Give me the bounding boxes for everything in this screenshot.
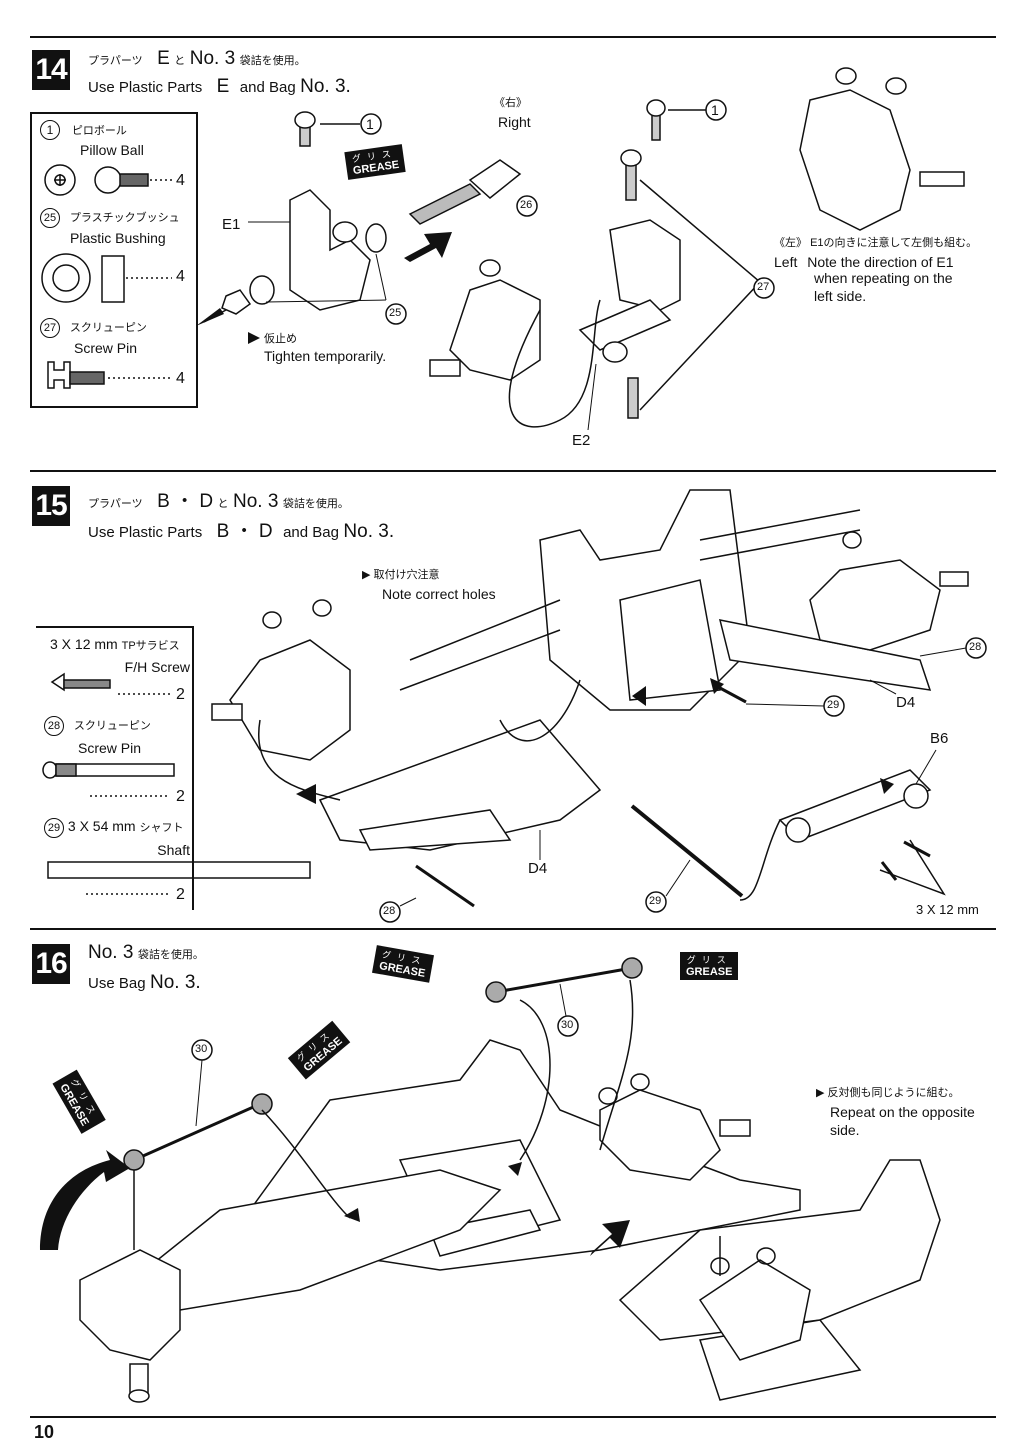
part-1-en: Pillow Ball <box>80 142 144 158</box>
callout-30b: 30 <box>195 1043 208 1055</box>
step-14-header-en: Use Plastic Parts E and Bag No. 3. <box>88 76 351 97</box>
step-14-header-jp: プラパーツ E と No. 3 袋詰を使用。 <box>88 48 306 69</box>
repeat-note: ▶ 反対側も同じように組む。 Repeat on the opposite si… <box>816 1087 975 1138</box>
part-27-jp: スクリューピン <box>69 322 147 334</box>
callout-30a: 30 <box>561 1019 574 1031</box>
part-28-qty: 2 <box>176 788 185 805</box>
divider-14-15 <box>30 470 996 472</box>
part-28-row: 28 スクリューピン Screw Pin <box>44 716 190 756</box>
part-25-row: 25 プラスチックブッシュ Plastic Bushing <box>40 208 190 246</box>
callout-26: 26 <box>520 199 533 211</box>
part-25-jp: プラスチックブッシュ <box>69 212 180 224</box>
part-25-qty: 4 <box>176 268 185 285</box>
part-1-jp: ピロボール <box>71 125 127 137</box>
part-1-row: 1 ピロボール Pillow Ball <box>40 120 190 158</box>
grease-label-16b: グリス GREASE <box>680 952 739 980</box>
bottom-rule <box>30 1416 996 1418</box>
callout-29a: 29 <box>827 699 840 711</box>
part-screw-row: 3 X 12 mm TPサラビス F/H Screw <box>50 636 190 675</box>
page-number: 10 <box>34 1422 55 1442</box>
step-16-header-en: Use Bag No. 3. <box>88 972 201 993</box>
step-15-parts-box <box>36 626 194 910</box>
callout-27: 27 <box>757 281 770 293</box>
top-rule <box>30 36 996 38</box>
part-27-num-circle: 27 <box>40 318 60 338</box>
label-e2: E2 <box>572 432 591 449</box>
part-27-row: 27 スクリューピン Screw Pin <box>40 318 190 356</box>
step-14-number: 14 <box>32 50 70 90</box>
right-en: Right <box>498 114 531 130</box>
part-screw-qty: 2 <box>176 686 185 703</box>
part-29-row: 29 3 X 54 mm シャフト Shaft <box>44 818 190 858</box>
note-correct-holes: ▶ 取付け穴注意 Note correct holes <box>362 569 496 602</box>
callout-28b: 28 <box>383 905 396 917</box>
label-b6: B6 <box>930 730 949 747</box>
callout-1b: 1 <box>711 102 719 118</box>
callout-25a: 25 <box>389 307 402 319</box>
step-15-number: 15 <box>32 486 70 526</box>
label-e1: E1 <box>222 216 241 233</box>
divider-15-16 <box>30 928 996 930</box>
step-16-header-jp: No. 3 袋詰を使用。 <box>88 942 204 963</box>
tighten-note: 仮止め Tighten temporarily. <box>264 333 387 364</box>
right-jp: 《右》 <box>494 97 527 109</box>
part-25-num-circle: 25 <box>40 208 60 228</box>
part-29-qty: 2 <box>176 886 185 903</box>
step-16-number: 16 <box>32 944 70 984</box>
part-1-qty: 4 <box>176 172 185 189</box>
part-28-num-circle: 28 <box>44 716 64 736</box>
left-note: 《左》 E1の向きに注意して左側も組む。 Left Note the direc… <box>774 237 978 304</box>
part-27-qty: 4 <box>176 370 185 387</box>
label-screw-size: 3 X 12 mm <box>916 902 979 917</box>
step-14-parts-box <box>30 112 198 408</box>
label-d4-right: D4 <box>896 694 916 711</box>
callout-1a: 1 <box>366 116 374 132</box>
callout-29b: 29 <box>649 895 662 907</box>
part-1-num-circle: 1 <box>40 120 60 140</box>
part-29-num-circle: 29 <box>44 818 64 838</box>
callout-28a: 28 <box>969 641 982 653</box>
label-d4-front: D4 <box>528 860 548 877</box>
part-27-en: Screw Pin <box>74 340 138 356</box>
step-15-header-en: Use Plastic Parts B ・ D and Bag No. 3. <box>88 521 395 542</box>
step-15-header-jp: プラパーツ B ・ D と No. 3 袋詰を使用。 <box>88 491 349 512</box>
part-25-en: Plastic Bushing <box>70 230 166 246</box>
